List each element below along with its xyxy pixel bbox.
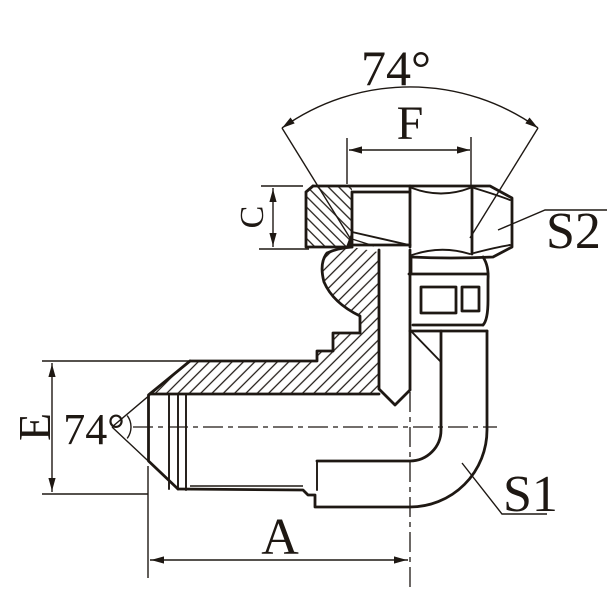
dimension-f xyxy=(346,137,472,185)
body-section-hatch xyxy=(150,333,378,394)
centerlines xyxy=(133,252,497,588)
body-nose-hatch xyxy=(322,247,378,333)
dimension-a xyxy=(147,466,408,578)
s2-leader-line xyxy=(497,209,607,231)
dimension-e xyxy=(42,360,190,495)
dimension-arrowheads xyxy=(48,117,538,564)
swivel-nut xyxy=(304,184,514,260)
label-f: F xyxy=(397,97,424,150)
swivel-nut-chamfers xyxy=(351,187,511,256)
elbow-body-details xyxy=(168,329,442,491)
s1-leader-line xyxy=(461,462,547,515)
seat-wedge xyxy=(346,231,352,247)
label-a: A xyxy=(261,509,299,566)
nut-section-hatch xyxy=(306,186,352,247)
label-s2: S2 xyxy=(546,203,601,260)
section-hatching xyxy=(150,186,378,394)
drawing-ink xyxy=(42,86,607,588)
leader-lines xyxy=(461,209,607,515)
elbow-body xyxy=(147,245,489,509)
label-74deg-left: 74° xyxy=(63,405,125,454)
dimension-74deg-top xyxy=(281,86,539,239)
label-e: E xyxy=(9,413,60,441)
label-s1: S1 xyxy=(503,466,558,523)
dimension-74deg-left xyxy=(111,360,191,490)
dimension-labels: 74° F C S2 E 74° A S1 xyxy=(9,40,601,566)
label-c: C xyxy=(234,206,271,229)
label-74deg-top: 74° xyxy=(361,40,431,96)
